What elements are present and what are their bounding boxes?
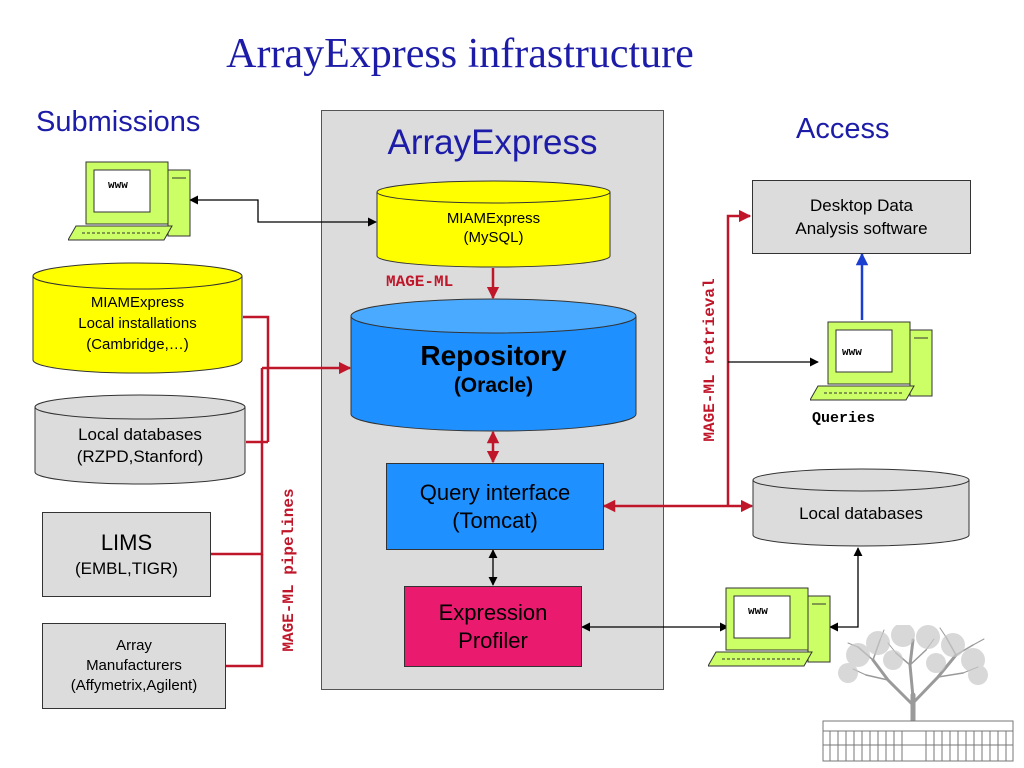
miamexpress-local-db: MIAMExpress Local installations (Cambrid…	[32, 262, 243, 374]
query-interface-name: Query interface	[419, 479, 571, 505]
mage-ml-label: MAGE-ML	[386, 273, 454, 291]
expression-profiler-line1: Expression	[438, 599, 548, 625]
edge-computer-local-db	[829, 547, 863, 632]
cylinder-shape	[350, 298, 637, 432]
lims-name: LIMS	[100, 529, 153, 555]
computer-screen-text: www	[842, 347, 862, 359]
local-databases-submit-name: Local databases	[78, 425, 202, 444]
repository-name: Repository	[420, 340, 567, 371]
edge-miamexpress-local	[243, 315, 270, 442]
miamexpress-local-desc: Local installations	[78, 315, 197, 332]
edge-retrieval-desktop	[726, 209, 752, 506]
cylinder-shape	[32, 262, 243, 374]
array-manufacturers-box: Array Manufacturers (Affymetrix,Agilent)	[42, 623, 226, 709]
computer-icon: www	[67, 160, 193, 247]
slide-title: ArrayExpress infrastructure	[226, 31, 694, 77]
repository-db: Repository (Oracle)	[350, 298, 637, 432]
miamexpress-mysql-name: MIAMExpress	[446, 210, 541, 227]
miamexpress-mysql-db: MIAMExpress (MySQL)	[376, 180, 611, 268]
desktop-software-line2: Analysis software	[795, 219, 928, 238]
local-databases-submit-db: Local databases (RZPD,Stanford)	[34, 394, 246, 486]
queries-label: Queries	[812, 410, 876, 427]
access-heading: Access	[796, 113, 890, 145]
profiler-computer-icon: www	[707, 586, 833, 673]
cylinder-shape	[752, 468, 970, 547]
cylinder-shape	[376, 180, 611, 268]
lims-box: LIMS (EMBL,TIGR)	[42, 512, 211, 597]
lims-sites: (EMBL,TIGR)	[75, 558, 178, 578]
computer-screen-text: www	[748, 606, 768, 618]
edge-computer-miamexpress	[189, 195, 377, 227]
local-databases-submit-sites: (RZPD,Stanford)	[76, 447, 204, 466]
miamexpress-local-sites: (Cambridge,…)	[86, 336, 189, 353]
miamexpress-mysql-engine: (MySQL)	[463, 229, 524, 246]
computer-screen-text: www	[108, 180, 128, 192]
ebi-tree-logo	[822, 625, 1014, 762]
mage-ml-retrieval-label: MAGE-ML retrieval	[701, 278, 719, 442]
desktop-software-box: Desktop Data Analysis software	[752, 180, 971, 254]
array-manufacturers-line2: Manufacturers	[86, 657, 182, 674]
mage-ml-pipelines-label: MAGE-ML pipelines	[280, 488, 298, 652]
array-manufacturers-line3: (Affymetrix,Agilent)	[70, 677, 198, 694]
local-databases-access-db: Local databases	[752, 468, 970, 548]
queries-computer-icon: www	[809, 320, 935, 407]
query-interface-engine: (Tomcat)	[452, 507, 538, 533]
array-manufacturers-line1: Array	[116, 637, 152, 654]
arrayexpress-panel-title: ArrayExpress	[387, 123, 598, 162]
expression-profiler-line2: Profiler	[458, 627, 528, 653]
expression-profiler-box: Expression Profiler	[404, 586, 582, 667]
edge-array-manufacturers	[226, 554, 264, 668]
submissions-heading: Submissions	[36, 106, 201, 138]
local-databases-access-name: Local databases	[799, 504, 923, 523]
miamexpress-local-name: MIAMExpress	[90, 294, 185, 311]
cylinder-shape	[34, 394, 246, 485]
desktop-software-line1: Desktop Data	[810, 196, 913, 215]
repository-engine: (Oracle)	[453, 374, 534, 397]
query-interface-box: Query interface (Tomcat)	[386, 463, 604, 550]
